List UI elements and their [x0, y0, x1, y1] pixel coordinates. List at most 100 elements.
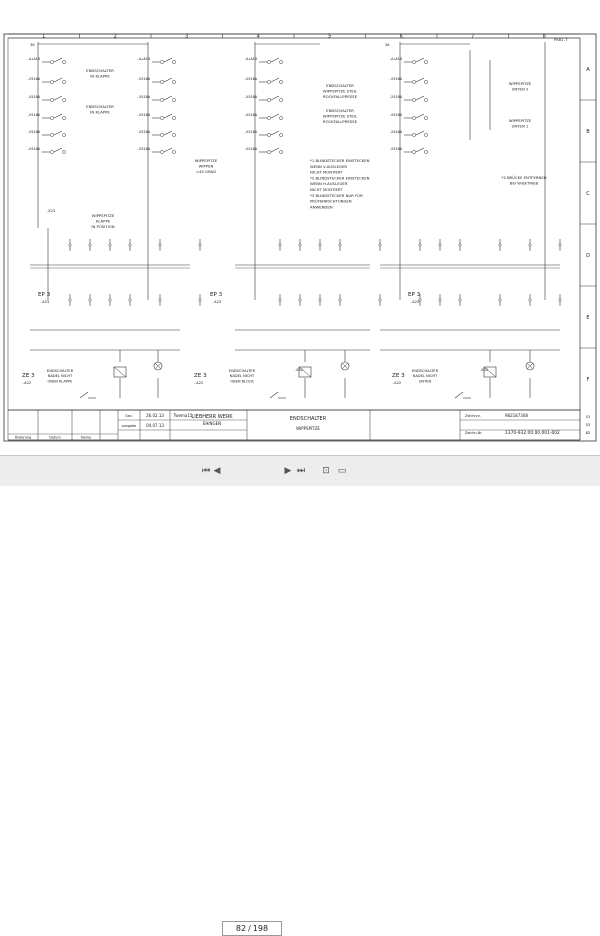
view-mode-icon[interactable]: ▭	[337, 466, 347, 476]
ep3-label: EP 3	[210, 292, 223, 298]
endschalter-steil-label: WIPPSPITZE STEIL	[323, 113, 358, 118]
wippspitze-klappe-label: KLAPPE	[96, 218, 111, 223]
row-letter: A	[586, 67, 590, 73]
endschalter-steil-label: ROCKFALLPRESSE	[323, 119, 358, 124]
contact-label: -X510A	[244, 147, 258, 151]
ze-description: ENDSCHALTER	[412, 369, 439, 373]
ze-description: NADEL NICHT	[230, 374, 255, 378]
wire	[342, 363, 348, 369]
a23-label: -A23	[410, 299, 419, 304]
wippspitze-unten1-label: UNTEN 1	[512, 123, 529, 128]
zeichnr-value: 982187308	[505, 413, 528, 418]
page-number-field[interactable]: 82/198	[222, 921, 282, 936]
contact-node	[160, 80, 164, 84]
row-letter: F	[587, 377, 590, 383]
terminal	[128, 243, 132, 247]
wire	[415, 113, 425, 119]
contact-label: -X510A	[137, 147, 151, 151]
wire	[53, 77, 63, 83]
wire	[53, 95, 63, 101]
column-number: 6	[400, 34, 403, 40]
contact-label: -X510A	[137, 95, 151, 99]
contact-node	[50, 116, 54, 120]
terminal	[458, 243, 462, 247]
x33-label: -X33	[479, 367, 488, 372]
terminal	[438, 298, 442, 302]
wippspitze-wippen-label: WIPPSPITZE	[195, 158, 218, 163]
fit-page-icon[interactable]: ⊡	[322, 466, 330, 476]
drawing-subtitle: WIPPSPITZE	[296, 426, 320, 431]
company-location: EHINGEN	[203, 421, 221, 426]
sheet-number: 82	[586, 430, 591, 435]
wippspitze-unten2-label: UNTEN 2	[512, 86, 529, 91]
contact-node	[172, 150, 176, 154]
contact-label: -X510A	[27, 113, 41, 117]
wire	[415, 77, 425, 83]
contact-label: -X510A	[389, 130, 403, 134]
terminal	[68, 243, 72, 247]
wire	[163, 113, 173, 119]
contact-node	[50, 60, 54, 64]
contact-label: -X510A	[27, 147, 41, 151]
contact-node	[50, 98, 54, 102]
contact-node	[424, 150, 428, 154]
wire	[113, 366, 127, 378]
note-line: *3 BLINDSTECKER NUR FÜR	[310, 193, 363, 198]
wire	[415, 95, 425, 101]
column-number: 5	[328, 34, 331, 40]
terminal	[558, 298, 562, 302]
note-line: WENN H-AUSLEGER	[310, 181, 348, 186]
contact-node	[424, 60, 428, 64]
last-page-button[interactable]: ⏭	[296, 466, 306, 476]
contact-label: -A+A10	[137, 57, 150, 61]
page-separator: /	[248, 924, 251, 933]
wire	[415, 147, 425, 153]
prev-page-button[interactable]: ◀	[213, 466, 221, 476]
contact-node	[279, 133, 283, 137]
contact-node	[279, 98, 283, 102]
next-page-button[interactable]: ▶	[284, 466, 292, 476]
wire	[269, 391, 279, 399]
top-ref: 30	[30, 42, 35, 47]
contact-node	[424, 98, 428, 102]
terminal	[68, 298, 72, 302]
date-1: 26.02.13	[146, 413, 164, 418]
wippspitze-unten2-label: WIPPSPITZE	[509, 81, 532, 86]
note-line: *2 BLINDSTECKER EINSTECKEN	[310, 175, 370, 180]
terminal	[418, 298, 422, 302]
first-page-button[interactable]: ⏮	[201, 466, 211, 476]
contact-node	[279, 116, 283, 120]
terminal	[318, 243, 322, 247]
a23-label: -A23	[212, 299, 221, 304]
row-letter: B	[586, 129, 590, 135]
row-letter: C	[586, 191, 590, 197]
current-page: 82	[235, 924, 247, 933]
row-letter: D	[586, 253, 590, 259]
wire	[53, 113, 63, 119]
contact-label: -X510A	[244, 95, 258, 99]
terminal	[108, 298, 112, 302]
contact-node	[50, 80, 54, 84]
terminal	[318, 298, 322, 302]
wire	[155, 363, 161, 369]
circuit-labels: -A+A10 -X510A -X510A -X510A -X510A -X510A -A+A…	[22, 37, 568, 385]
x23-label: -X23	[46, 208, 55, 213]
column-number: 3	[185, 34, 188, 40]
contact-node	[412, 98, 416, 102]
contact-node	[172, 116, 176, 120]
wire	[53, 147, 63, 153]
contact-node	[267, 150, 271, 154]
contact-label: -X510A	[27, 77, 41, 81]
ze-description: OBEN BLOCK	[230, 379, 254, 383]
wire	[298, 366, 312, 378]
viewer-toolbar: ⏮ ◀ 82/198 ▶ ⏭ ⊡ ▭	[0, 455, 600, 936]
column-number: 4	[257, 34, 260, 40]
a23-label: -A23	[40, 299, 49, 304]
wire	[79, 391, 89, 399]
top-ref-right: FK01.7	[554, 37, 568, 42]
contact-label: -A+A10	[244, 57, 257, 61]
contact-node	[172, 80, 176, 84]
total-pages: 198	[252, 924, 269, 933]
ze3-label: ZE 3	[392, 373, 405, 379]
